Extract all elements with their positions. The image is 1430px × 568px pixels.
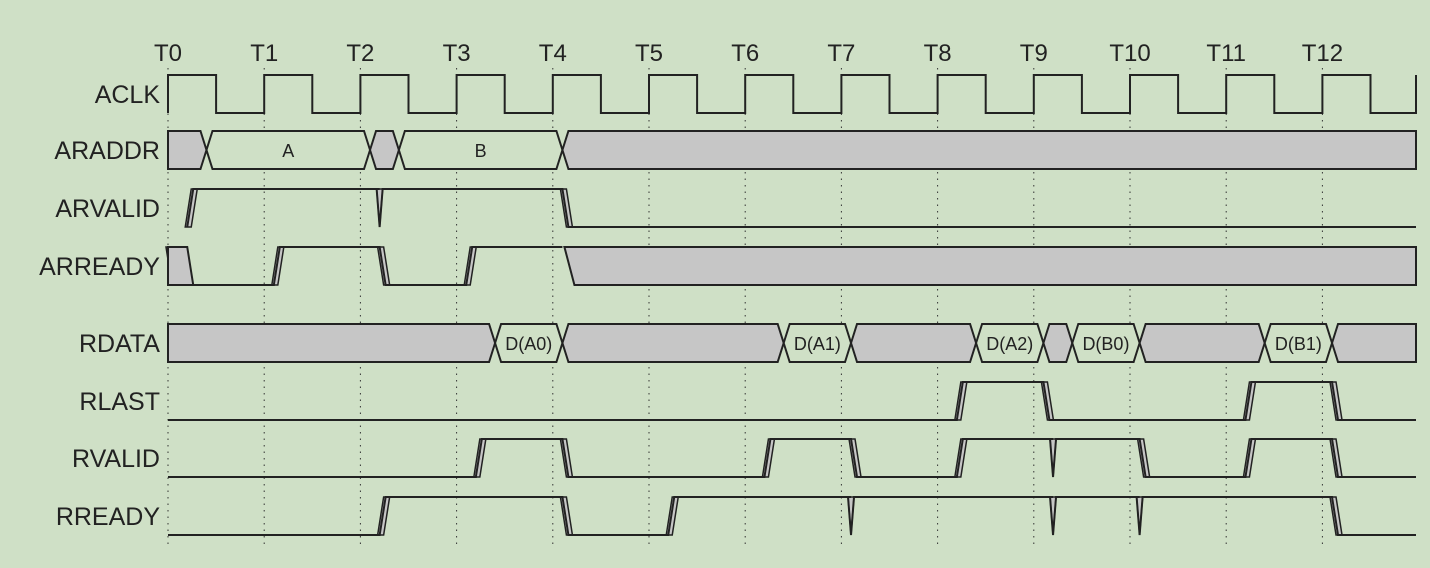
signal-label: RDATA — [79, 330, 160, 358]
bus-value-label: D(B1) — [1275, 334, 1322, 354]
signal-rlast — [168, 381, 1416, 421]
bus-value-label: D(A0) — [505, 334, 552, 354]
bus-undefined-segment — [167, 130, 208, 170]
clock-tick-label: T7 — [827, 40, 855, 67]
bus-undefined-segment — [849, 323, 978, 363]
clock-tick-label: T12 — [1302, 40, 1343, 67]
clock-tick-label: T0 — [154, 40, 182, 67]
bus-value-label: B — [475, 141, 487, 161]
bus-undefined-segment — [1330, 323, 1417, 363]
clock-tick-label: T11 — [1206, 40, 1246, 67]
signal-aclk — [167, 74, 1417, 114]
signal-label: RVALID — [72, 445, 160, 473]
clock-tick-label: T1 — [250, 40, 278, 67]
clock-tick-label: T2 — [346, 40, 374, 67]
signal-label: ARVALID — [55, 195, 160, 223]
bus-undefined-segment — [1042, 323, 1074, 363]
clock-tick-labels: T0 T1 T2 T3 T4 T5 T6 T7 T8 T9 T10 T11 T12 — [154, 40, 1343, 67]
clock-tick-label: T6 — [731, 40, 759, 67]
wire-waveform — [168, 381, 1416, 421]
clock-tick-label: T10 — [1109, 40, 1150, 67]
wire-waveform — [168, 496, 1416, 536]
clock-tick-label: T9 — [1020, 40, 1048, 67]
signal-label: RREADY — [56, 503, 161, 531]
signal-arvalid — [184, 188, 1416, 228]
signal-rvalid — [168, 438, 1416, 478]
clock-tick-label: T5 — [635, 40, 663, 67]
wire-waveform — [167, 246, 563, 286]
bus-value-label: D(A2) — [986, 334, 1033, 354]
clock-tick-label: T4 — [539, 40, 567, 67]
signal-rready — [168, 496, 1416, 536]
bus-value-label: A — [282, 141, 294, 161]
clock-waveform — [167, 74, 1417, 114]
wire-waveform — [186, 188, 1416, 228]
wire-waveform — [168, 438, 1416, 478]
bus-undefined-segment — [1138, 323, 1266, 363]
bus-value-label: D(A1) — [794, 334, 841, 354]
signal-label: RLAST — [79, 388, 160, 416]
bus-undefined-segment — [167, 323, 497, 363]
signal-label: ACLK — [95, 81, 161, 109]
signal-arready — [165, 246, 1417, 286]
signal-labels: ACLK ARADDR ARVALID ARREADY RDATA RLAST RVALID… — [39, 81, 160, 531]
bus-undefined-segment — [561, 323, 785, 363]
undefined-region — [167, 246, 195, 286]
signal-label: ARADDR — [54, 137, 160, 165]
bus-value-label: D(B0) — [1082, 334, 1129, 354]
signal-label: ARREADY — [39, 253, 160, 281]
bus-undefined-segment — [561, 130, 1417, 170]
clock-tick-label: T3 — [443, 40, 471, 67]
signal-rdata: D(A0) D(A1) D(A2) D(B0) D(B1) — [167, 323, 1417, 363]
undefined-region — [563, 246, 1417, 286]
clock-tick-label: T8 — [924, 40, 952, 67]
bus-undefined-segment — [368, 130, 400, 170]
